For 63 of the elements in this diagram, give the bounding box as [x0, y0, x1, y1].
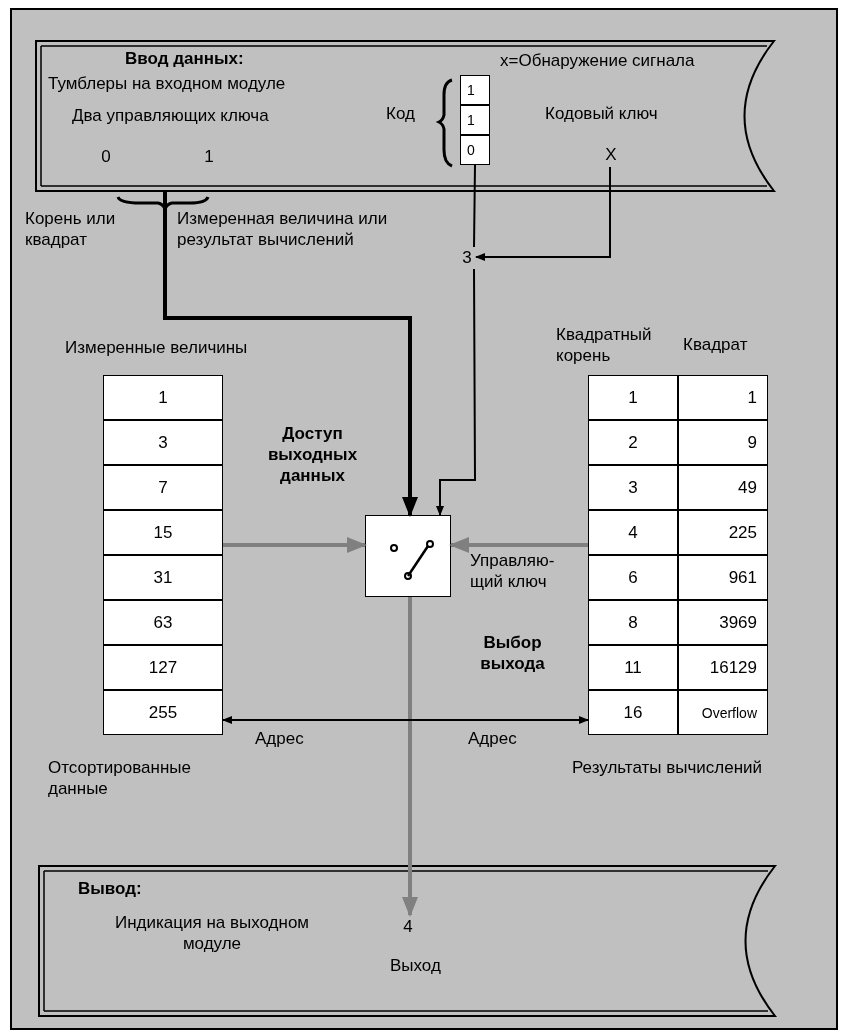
table-cell: 11 [588, 645, 678, 690]
text-label: Доступ выходных данных [266, 423, 359, 486]
table-cell: 8 [588, 600, 678, 645]
table-cell: 15 [103, 510, 223, 555]
node-label: Выход [390, 955, 441, 976]
table-cell: 961 [678, 555, 768, 600]
table-cell: 1 [678, 375, 768, 420]
text-label: Выбор выхода [479, 632, 546, 674]
arrow [402, 597, 418, 917]
panel-heading: Ввод данных: [125, 48, 244, 69]
table-cell: 9 [678, 420, 768, 465]
text-label: Квадратный корень [556, 324, 653, 366]
table-cell: 16 [588, 690, 678, 735]
text-label: Квадрат [683, 334, 748, 355]
table-cell: 2 [588, 420, 678, 465]
arrow [223, 537, 367, 553]
text-label: Измеренные величины [65, 337, 248, 358]
table-cell: 255 [103, 690, 223, 735]
table-cell: 7 [103, 465, 223, 510]
table-cell: 3 [588, 465, 678, 510]
arrow [449, 537, 588, 553]
node-label: Отсортированные данные [48, 757, 192, 799]
text-label: x=Обнаружение сигнала [500, 50, 695, 71]
text-label: Измеренная величина или результат вычислений [177, 208, 389, 250]
text-label: Кодовый ключ [545, 103, 658, 124]
arrow [475, 166, 611, 261]
table-cell: 6 [588, 555, 678, 600]
table-cell: 3 [103, 420, 223, 465]
arrow [163, 192, 418, 517]
arrow [222, 716, 589, 724]
code-bit-box: 0 [460, 135, 490, 165]
text-label: Индикация на выходном модуле [113, 912, 311, 954]
panel-heading: Вывод: [78, 878, 142, 899]
node-label: Результаты вычислений [572, 757, 763, 778]
switch-box [365, 515, 451, 597]
table-cell: 16129 [678, 645, 768, 690]
output-panel [38, 865, 776, 1017]
value-label: 0 [95, 145, 117, 169]
text-label: Адрес [468, 728, 517, 749]
arrow [436, 268, 476, 516]
value-label: 3 [458, 247, 476, 269]
code-bit-box: 1 [460, 105, 490, 135]
text-label: Адрес [255, 728, 304, 749]
code-bit-box: 1 [460, 75, 490, 105]
table-cell: 1 [103, 375, 223, 420]
value-label: X [600, 143, 622, 167]
table-cell: Overflow [678, 690, 768, 735]
table-cell: 225 [678, 510, 768, 555]
input-panel [35, 40, 775, 192]
table-cell: 63 [103, 600, 223, 645]
table-cell: 31 [103, 555, 223, 600]
text-label: Тумблеры на входном модуле [48, 73, 286, 94]
value-label: 4 [398, 915, 418, 939]
value-label: 1 [198, 145, 220, 169]
table-cell: 4 [588, 510, 678, 555]
table-cell: 49 [678, 465, 768, 510]
table-cell: 3969 [678, 600, 768, 645]
text-label: Корень или квадрат [25, 208, 117, 250]
text-label: Управляю- щий ключ [470, 550, 556, 592]
table-cell: 1 [588, 375, 678, 420]
table-cell: 127 [103, 645, 223, 690]
text-label: Два управляющих ключа [72, 105, 269, 126]
text-label: Код [386, 103, 415, 124]
